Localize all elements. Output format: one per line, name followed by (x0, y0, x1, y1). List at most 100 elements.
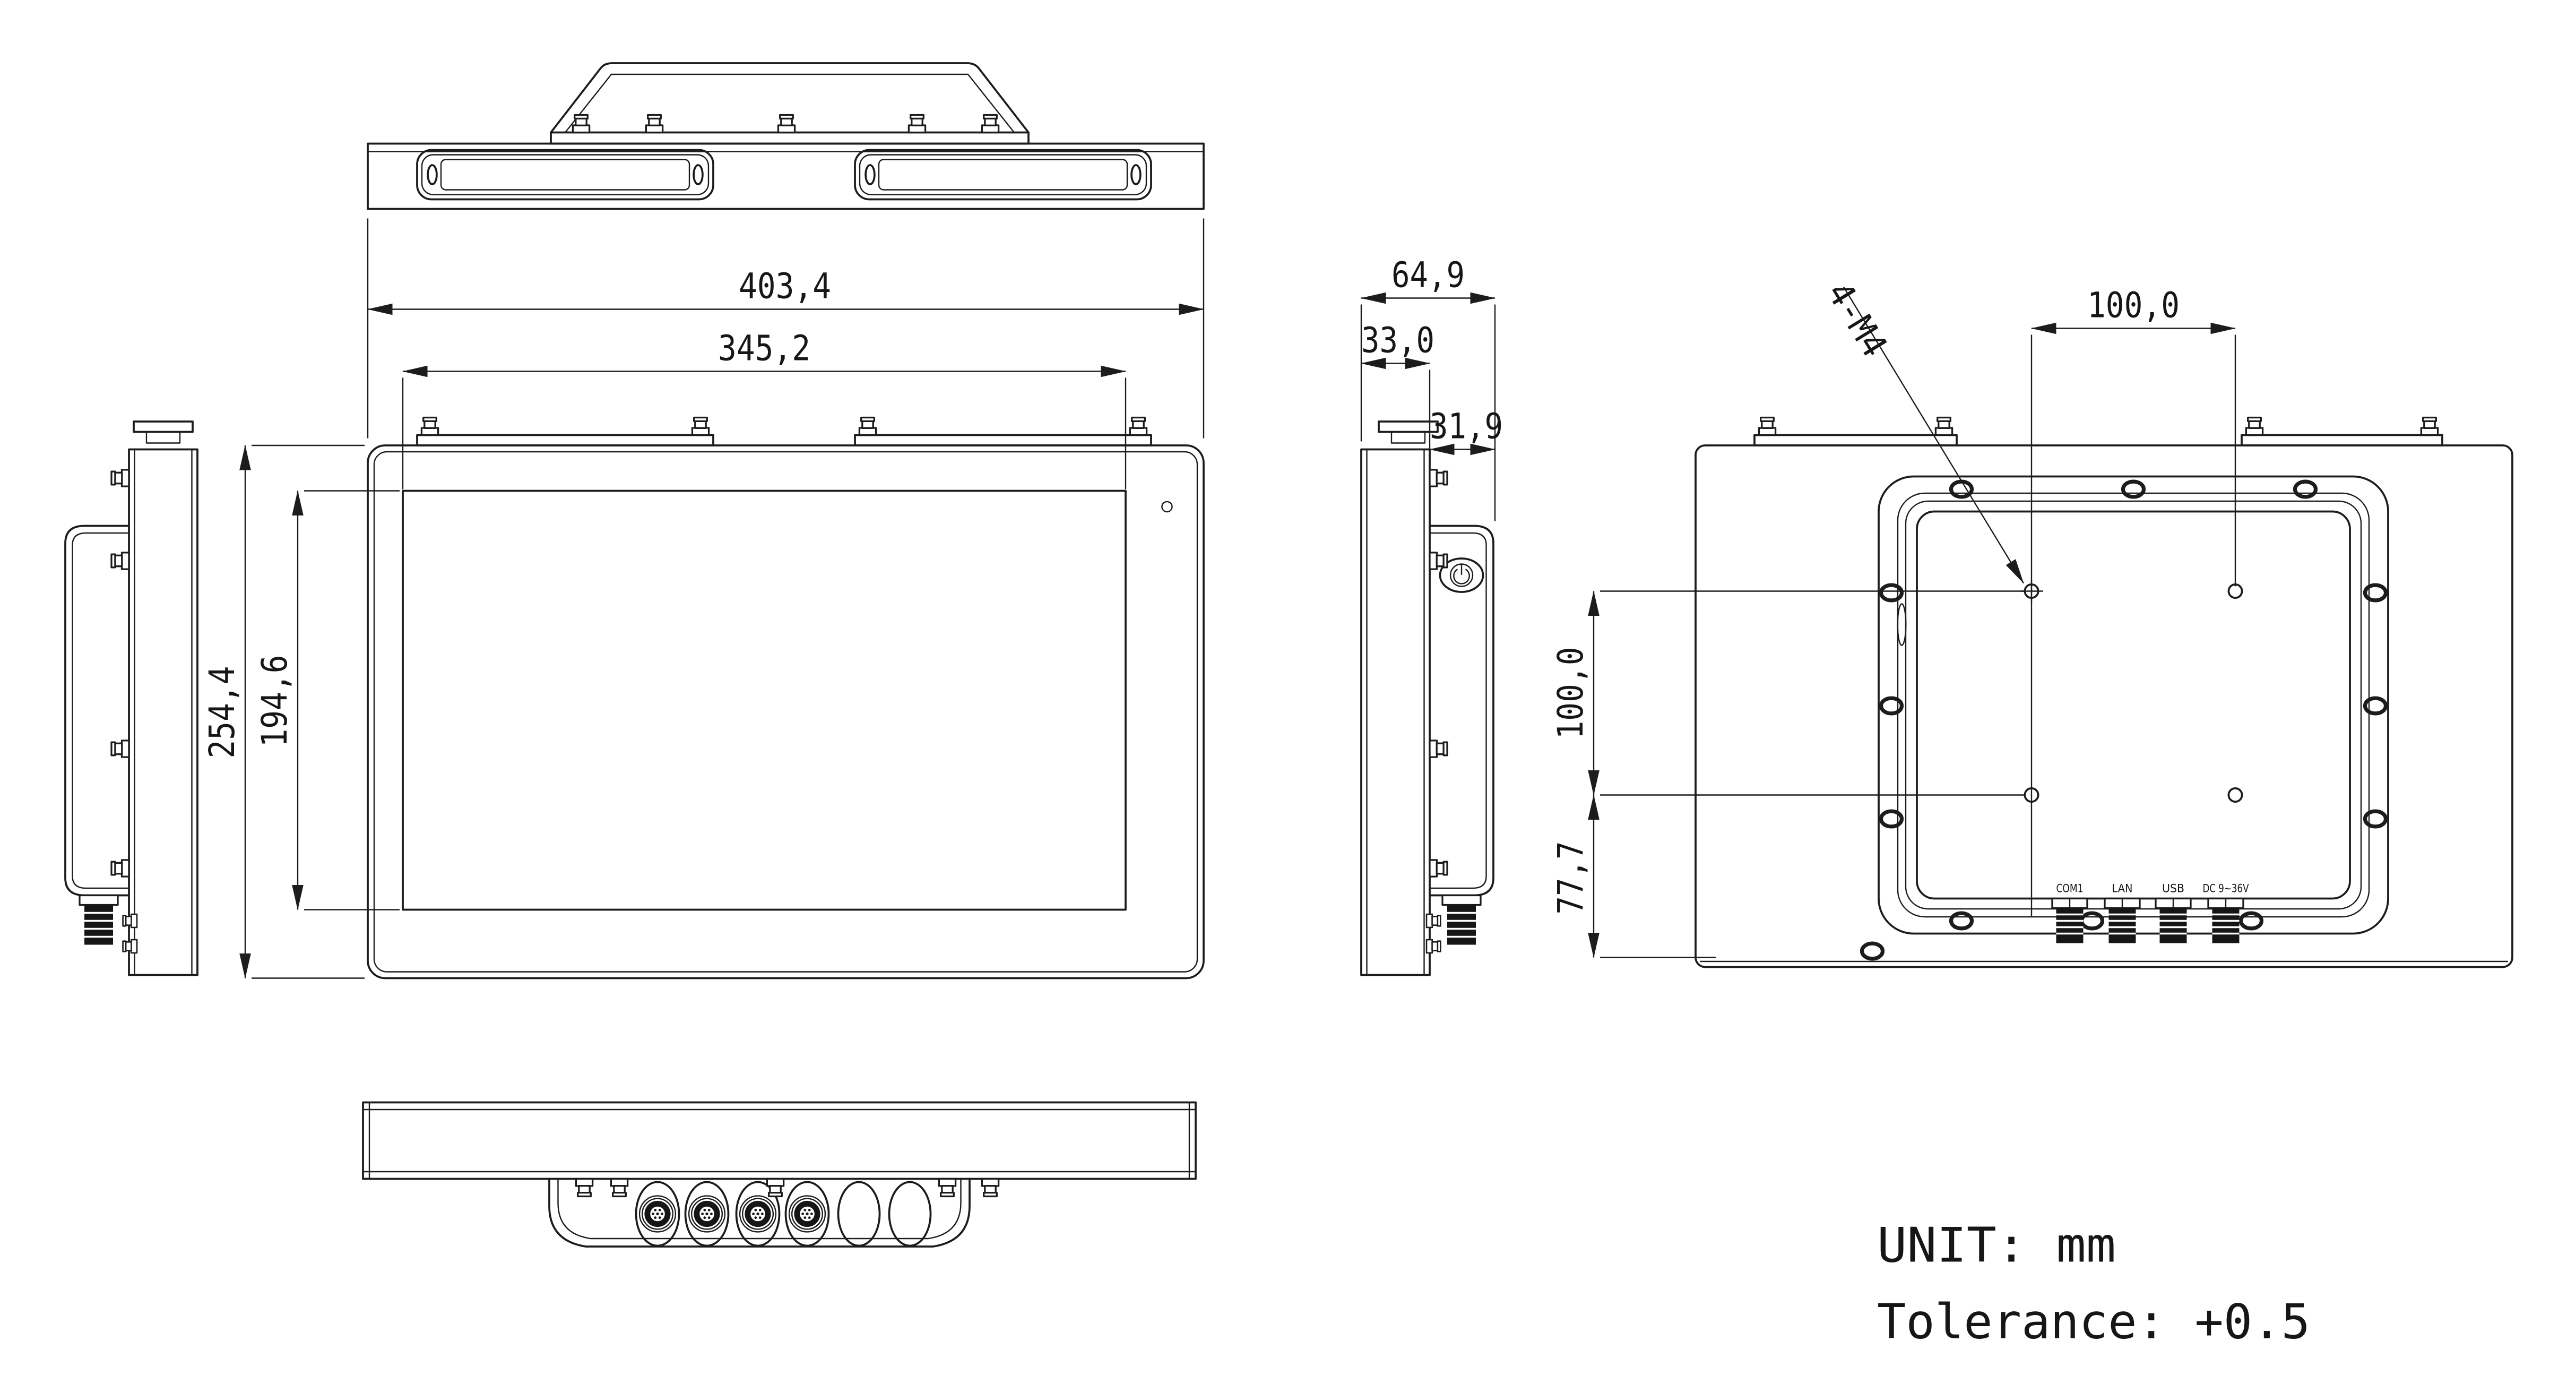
handle-inner-line (564, 73, 1015, 133)
top-view (367, 62, 1205, 210)
rear-view: COM1 LAN USB DC 9~36V (1695, 416, 2513, 968)
dim-display-height: 194,6 (254, 490, 400, 910)
rear-cover-step2 (1905, 500, 2362, 910)
dim-vesa-width: 100,0 (2030, 285, 2236, 916)
rear-cover-flange (1878, 475, 2389, 935)
screw-icon (122, 913, 138, 929)
clamp-bar-right (854, 434, 1152, 446)
clamp-bar-right (2241, 434, 2443, 446)
screw-icon (610, 1178, 629, 1198)
dim-total-depth: 64,9 (1360, 255, 1496, 521)
light-sensor-icon (1161, 501, 1173, 513)
m12-connector-icon (2051, 897, 2088, 944)
screw-icon (110, 552, 130, 570)
bracket-cap (133, 420, 194, 433)
screw-icon (575, 1178, 594, 1198)
bracket-stem (1390, 431, 1426, 444)
right-side-view (1360, 420, 1494, 976)
top-cover-right (854, 149, 1152, 201)
drawing-notes: UNIT: mm Tolerance: +0.5 (1877, 1218, 2310, 1350)
dim-text: 100,0 (1550, 647, 1591, 740)
leader-mount-thread: 4-M4 (1819, 275, 2025, 584)
dim-vesa-bottom-offset: 77,7 (1550, 794, 1716, 958)
top-body (367, 142, 1205, 210)
port-label-power: DC 9~36V (2203, 882, 2249, 895)
screw-icon (691, 416, 710, 436)
dim-text: 33,0 (1361, 320, 1434, 361)
dim-text: 194,6 (254, 655, 295, 747)
dim-text: 4-M4 (1819, 275, 1895, 364)
screw-icon (1429, 859, 1448, 878)
vesa-mount-holes (2019, 579, 2243, 803)
bracket-stem (145, 431, 181, 444)
panel-profile (1360, 448, 1431, 976)
screw-icon (1934, 416, 1953, 436)
screw-icon (1425, 913, 1441, 929)
screw-icon (1429, 469, 1448, 487)
screw-icon (1129, 416, 1148, 436)
screw-icon (110, 859, 130, 878)
blank-cutout (837, 1181, 881, 1247)
screw-icon (110, 740, 130, 758)
port-label-com1: COM1 (2056, 882, 2084, 895)
dim-overall-height: 254,4 (202, 444, 365, 979)
power-button-icon (1439, 557, 1484, 593)
rear-cover-step1 (1897, 492, 2370, 918)
screw-icon (1758, 416, 1777, 436)
rear-cover-face (1916, 510, 2351, 900)
dim-text: 345,2 (718, 328, 810, 369)
dim-overall-width: 403,4 (367, 218, 1205, 439)
screw-icon (2420, 416, 2439, 436)
flange-screw-holes (1860, 479, 2388, 961)
screw-icon (572, 114, 591, 134)
unit-note: UNIT: mm (1877, 1218, 2116, 1274)
rear-clamp-screws (1758, 416, 2439, 436)
bottom-body (362, 1101, 1197, 1180)
bottom-cover-inner-line (557, 1178, 962, 1240)
dim-rear-depth: 31,9 (1429, 406, 1503, 456)
m12-connector-icon (79, 894, 119, 946)
top-screws (572, 114, 1000, 134)
screw-icon (122, 939, 138, 954)
dim-text: 31,9 (1430, 406, 1503, 447)
top-cover-left (416, 149, 714, 201)
display-area (402, 489, 1127, 911)
m12-connector-icon (1441, 894, 1482, 946)
handle-outline (550, 62, 1030, 134)
rear-cover-inner-line (1429, 532, 1487, 889)
dim-front-depth: 33,0 (1361, 320, 1434, 450)
bracket-cap (1378, 420, 1439, 433)
clamp-bar-left (1753, 434, 1958, 446)
bottom-screws (575, 1178, 1000, 1198)
blank-cutout (888, 1181, 932, 1247)
screw-icon (110, 469, 130, 487)
left-flange-screws (110, 469, 138, 954)
rear-cover-inner-line (72, 532, 130, 889)
dim-text: 77,7 (1550, 841, 1591, 915)
front-bezel-inner-line (373, 451, 1198, 973)
mount-plate (550, 131, 1030, 145)
screw-icon (907, 114, 927, 134)
screw-icon (1429, 740, 1448, 758)
screw-icon (858, 416, 877, 436)
front-bezel (367, 444, 1205, 979)
dim-text: 64,9 (1391, 255, 1465, 296)
screw-icon (1429, 552, 1448, 570)
rear-outer (1695, 444, 2513, 968)
m12-connector-icon (2207, 897, 2244, 944)
bottom-view (362, 1101, 1197, 1248)
screw-icon (645, 114, 664, 134)
rear-cover-profile (1429, 525, 1494, 897)
m12-connector-icon (784, 1181, 830, 1247)
port-label-lan: LAN (2112, 882, 2133, 895)
dim-text: 100,0 (2087, 285, 2180, 326)
panel-profile (128, 448, 198, 976)
tolerance-note: Tolerance: +0.5 (1877, 1294, 2310, 1350)
dim-vesa-height: 100,0 (1550, 590, 2025, 796)
vent-slot (1897, 603, 1907, 646)
front-clamp-screws (420, 416, 1148, 436)
clamp-bar-left (416, 434, 714, 446)
screw-icon (981, 114, 1000, 134)
screw-icon (766, 1178, 785, 1198)
